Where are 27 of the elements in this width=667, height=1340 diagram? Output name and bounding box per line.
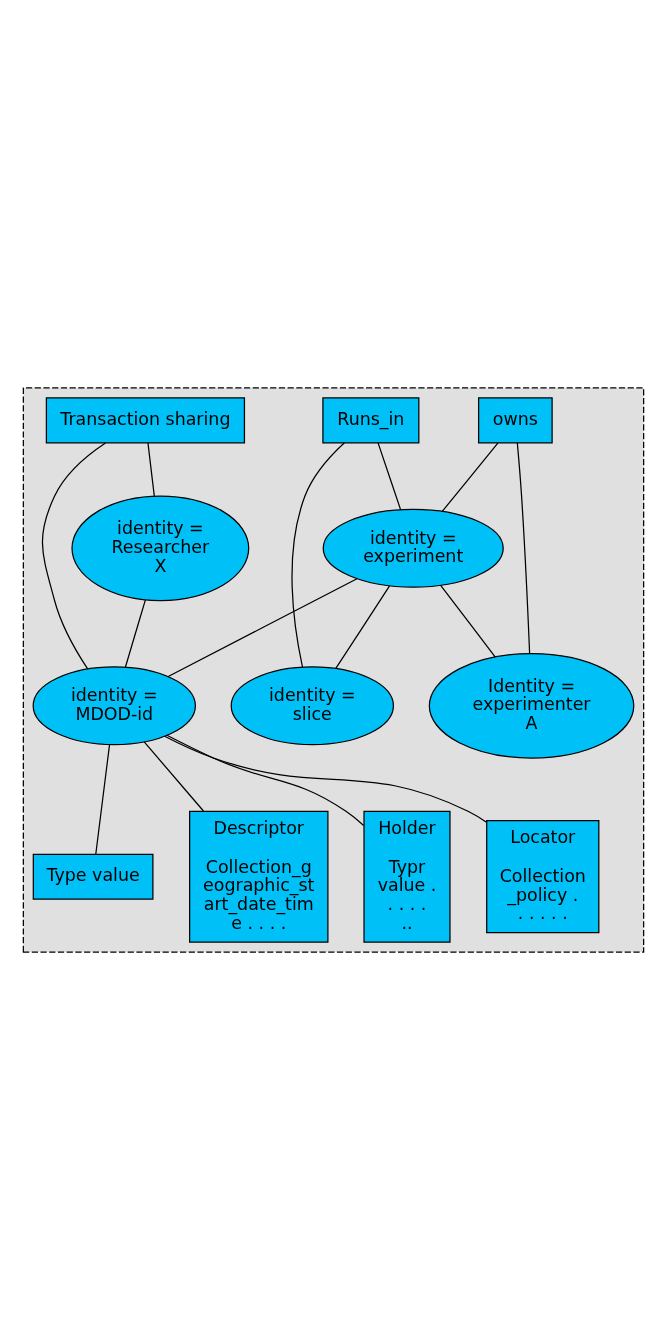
connector	[167, 578, 358, 678]
connector	[516, 442, 531, 655]
connector	[441, 442, 499, 512]
node-box: Transaction sharing	[45, 397, 246, 444]
connector	[164, 735, 488, 823]
node-ellipse: identity = slice	[230, 666, 395, 746]
connector	[143, 741, 205, 812]
connector	[166, 734, 365, 827]
cluster	[22, 387, 645, 953]
connector	[377, 442, 402, 511]
node-box: Holder Typr value . . . . . ..	[363, 810, 451, 943]
node-box: Runs_in	[322, 397, 420, 444]
connector	[440, 584, 496, 658]
node-box: Locator Collection_policy . . . . . .	[486, 820, 600, 934]
connector	[41, 442, 107, 670]
connector	[335, 585, 391, 670]
connector	[95, 744, 111, 855]
connector	[124, 599, 147, 668]
node-ellipse: identity = MDOD-id	[32, 666, 196, 746]
connector	[147, 442, 155, 497]
node-box: Type value	[32, 853, 154, 900]
connector	[291, 442, 346, 668]
node-ellipse: identity = experiment	[322, 508, 504, 588]
node-ellipse: Identity = experimenter A	[428, 652, 635, 759]
node-box: Descriptor Collection_geographic_start_date_time . . . .	[189, 810, 329, 943]
node-ellipse: identity = Researcher X	[71, 495, 250, 602]
node-box: owns	[478, 397, 553, 444]
